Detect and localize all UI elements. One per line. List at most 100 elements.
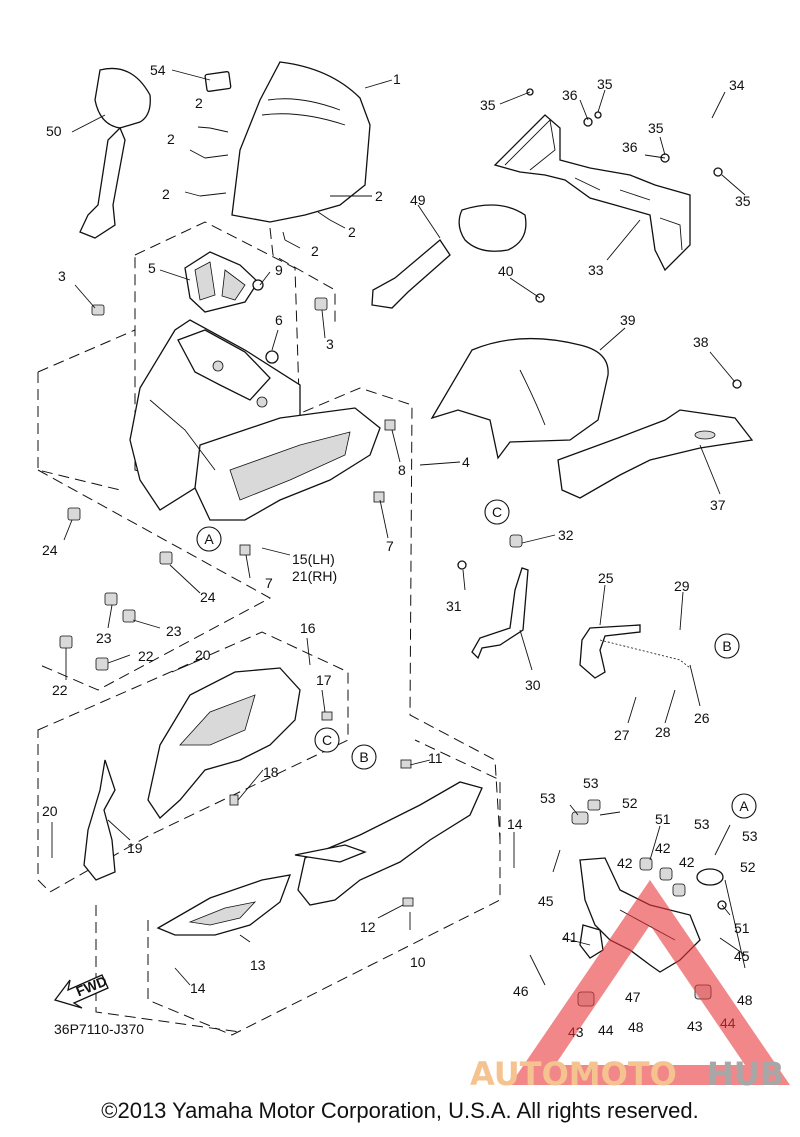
label-13: 13 [250, 957, 266, 973]
label-31: 31 [446, 598, 462, 614]
label-41: 41 [562, 929, 578, 945]
callout-a-2: A [731, 793, 757, 819]
callout-c-2: C [314, 727, 340, 753]
assembly-outlines [37, 221, 501, 1036]
label-14: 14 [507, 816, 523, 832]
label-2: 2 [311, 243, 319, 259]
label-45: 45 [734, 948, 750, 964]
label-45: 45 [538, 893, 554, 909]
label-3: 3 [58, 268, 66, 284]
diagram-code: 36P7110-J370 [54, 1021, 144, 1037]
leader-lines [51, 69, 746, 986]
label-34: 34 [729, 77, 745, 93]
label-35: 35 [597, 76, 613, 92]
label-2: 2 [375, 188, 383, 204]
label-35: 35 [735, 193, 751, 209]
label-48: 48 [628, 1019, 644, 1035]
label-7: 7 [265, 575, 273, 591]
part-50-left-mirror [71, 67, 151, 239]
label-1: 1 [393, 71, 401, 87]
part-4-front-cowling [129, 319, 381, 521]
label-2: 2 [348, 224, 356, 240]
label-40: 40 [498, 263, 514, 279]
label-37: 37 [710, 497, 726, 513]
part-54-sticker [204, 71, 232, 92]
label-29: 29 [674, 578, 690, 594]
label-46: 46 [513, 983, 529, 999]
svg-text:A: A [204, 531, 214, 547]
label-24: 24 [42, 542, 58, 558]
label-25: 25 [598, 570, 614, 586]
label-5: 5 [148, 260, 156, 276]
label-17: 17 [316, 672, 332, 688]
label-20: 20 [195, 647, 211, 663]
fwd-arrow-icon: FWD [53, 973, 109, 1009]
label-19: 19 [127, 840, 143, 856]
label-39: 39 [620, 312, 636, 328]
label-52: 52 [740, 859, 756, 875]
label-42: 42 [679, 854, 695, 870]
label-42: 42 [655, 840, 671, 856]
label-9: 9 [275, 262, 283, 278]
label-48: 48 [737, 992, 753, 1008]
part-30-stay [471, 567, 529, 660]
part-39-cowl [430, 337, 609, 460]
label-16: 16 [300, 620, 316, 636]
label-36: 36 [622, 139, 638, 155]
label-53: 53 [694, 816, 710, 832]
label-14: 14 [190, 980, 206, 996]
label-22: 22 [138, 648, 154, 664]
callout-c-1: C [484, 499, 510, 525]
callout-a-1: A [196, 526, 222, 552]
label-44: 44 [598, 1022, 614, 1038]
label-54: 54 [150, 62, 166, 78]
label-24: 24 [200, 589, 216, 605]
part-33-bracket [493, 114, 691, 272]
label-51: 51 [734, 920, 750, 936]
watermark-text-auto: AUTOMOTO [470, 1055, 677, 1093]
svg-text:B: B [359, 749, 368, 765]
part-5-duct [184, 251, 259, 313]
label-26: 26 [694, 710, 710, 726]
automotohub-watermark: AUTOMOTO HUB [470, 880, 790, 1093]
label-38: 38 [693, 334, 709, 350]
label-8: 8 [398, 462, 406, 478]
label-3: 3 [326, 336, 334, 352]
svg-text:C: C [492, 504, 502, 520]
label-49: 49 [410, 192, 426, 208]
label-2: 2 [195, 95, 203, 111]
label-15lh: 15(LH) [292, 551, 335, 567]
label-28: 28 [655, 724, 671, 740]
label-2: 2 [162, 186, 170, 202]
label-23: 23 [166, 623, 182, 639]
part-37-side-cover [557, 409, 754, 499]
label-21rh: 21(RH) [292, 568, 337, 584]
label-53: 53 [583, 775, 599, 791]
label-47: 47 [625, 989, 641, 1005]
label-2: 2 [167, 131, 175, 147]
label-53: 53 [540, 790, 556, 806]
label-35: 35 [480, 97, 496, 113]
callout-b-1: B [714, 633, 740, 659]
svg-text:A: A [739, 798, 749, 814]
label-33: 33 [588, 262, 604, 278]
bolts-part-2 [184, 126, 372, 249]
svg-text:B: B [722, 638, 731, 654]
label-12: 12 [360, 919, 376, 935]
label-51: 51 [655, 811, 671, 827]
part-16-left-panel [147, 667, 301, 819]
label-32: 32 [558, 527, 574, 543]
label-7: 7 [386, 538, 394, 554]
part-13-under-panel [156, 874, 292, 936]
label-42: 42 [617, 855, 633, 871]
label-11: 11 [428, 750, 443, 766]
label-27: 27 [614, 727, 630, 743]
label-10: 10 [410, 954, 426, 970]
label-50: 50 [46, 123, 62, 139]
callout-b-2: B [351, 744, 377, 770]
copyright-notice: ©2013 Yamaha Motor Corporation, U.S.A. A… [101, 1098, 699, 1123]
label-4: 4 [462, 454, 470, 470]
part-1-windscreen [231, 61, 393, 223]
label-30: 30 [525, 677, 541, 693]
